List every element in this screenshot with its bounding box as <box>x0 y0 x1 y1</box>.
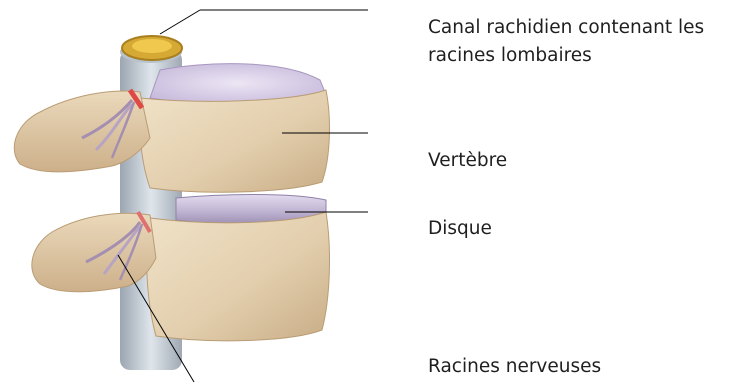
label-racines-nerveuses: Racines nerveuses <box>428 353 601 381</box>
label-canal-line1: Canal rachidien contenant les <box>428 14 704 42</box>
label-canal-rachidien: Canal rachidien contenant les racines lo… <box>428 14 704 70</box>
upper-vertebra <box>14 64 329 193</box>
leader-line-canal <box>160 10 200 34</box>
label-vertebre: Vertèbre <box>428 147 507 175</box>
spinal-cord-top <box>122 36 182 60</box>
label-canal-line2: racines lombaires <box>428 42 704 70</box>
label-disque: Disque <box>428 215 492 243</box>
lower-vertebra <box>32 212 330 341</box>
